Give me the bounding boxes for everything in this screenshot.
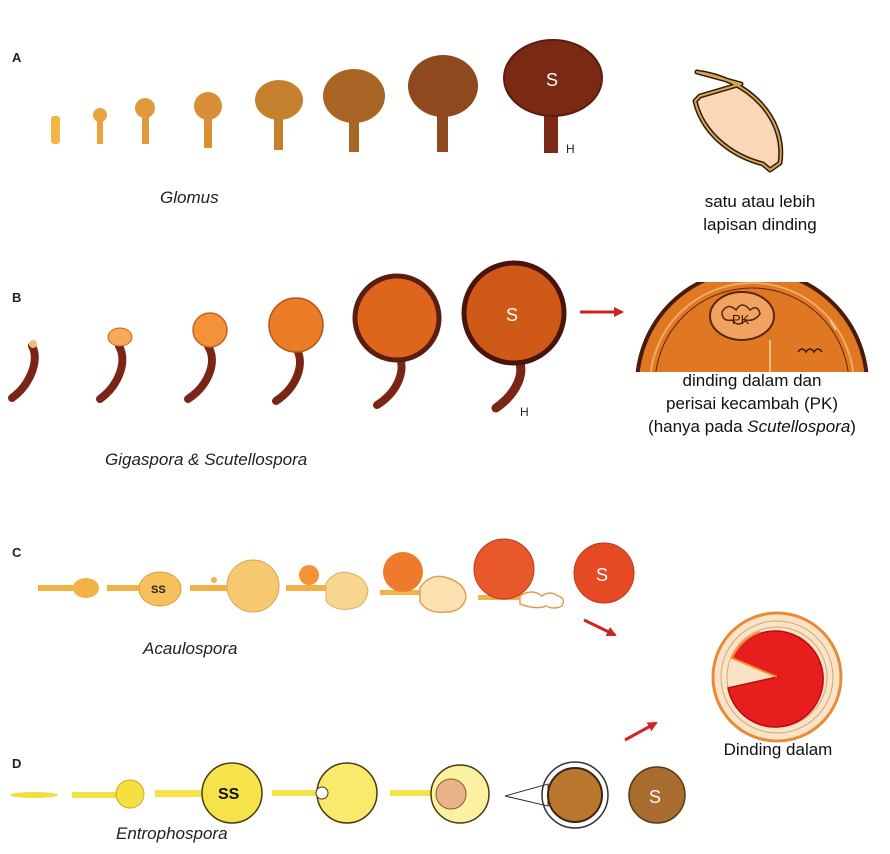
gigaspora-stage-1 bbox=[12, 340, 37, 398]
row-letter-b: B bbox=[12, 290, 21, 305]
row-a-glomus: A S H bbox=[12, 40, 817, 234]
genus-label-entrophospora: Entrophospora bbox=[116, 824, 228, 843]
acaulospora-stage-3 bbox=[190, 560, 279, 612]
saccule-label-ss: SS bbox=[151, 584, 166, 596]
entrophospora-stage-5 bbox=[390, 765, 489, 823]
wall-layers-caption-line1: satu atau lebih bbox=[705, 192, 816, 211]
genus-label-gigaspora: Gigaspora & Scutellospora bbox=[105, 450, 307, 469]
arrow-d-to-inner-wall bbox=[625, 723, 656, 740]
entrophospora-stage-1 bbox=[10, 792, 58, 798]
spore-label-s: S bbox=[546, 70, 558, 90]
acaulospora-stage-6 bbox=[474, 539, 563, 608]
caption-genus: Scutellospora bbox=[747, 417, 850, 436]
glomus-stage-6 bbox=[323, 69, 385, 152]
gigaspora-stage-3 bbox=[188, 313, 227, 399]
entrophospora-stage-3: SS bbox=[155, 763, 262, 823]
caption-prefix: (hanya pada bbox=[648, 417, 747, 436]
hypha-label-h: H bbox=[566, 142, 575, 156]
acaulospora-stage-5 bbox=[380, 552, 466, 612]
saccule-label-ss: SS bbox=[218, 786, 240, 803]
gigaspora-stage-2 bbox=[100, 328, 132, 399]
glomus-mature-spore: S H bbox=[504, 40, 602, 156]
acaulospora-stage-1 bbox=[38, 578, 99, 598]
entrophospora-stage-2 bbox=[72, 780, 144, 808]
entrophospora-stage-6 bbox=[505, 762, 608, 828]
row-c-acaulospora: C SS bbox=[12, 539, 634, 658]
germ-shield-caption-line1: dinding dalam dan bbox=[683, 371, 822, 390]
wall-layers-diagram bbox=[695, 72, 781, 170]
glomus-stage-1 bbox=[51, 116, 60, 144]
wall-layers-caption-line2: lapisan dinding bbox=[703, 215, 816, 234]
glomus-stage-4 bbox=[194, 92, 222, 148]
acaulospora-stage-4 bbox=[286, 565, 368, 609]
row-b-gigaspora: B S H bbox=[12, 263, 867, 500]
glomus-stage-2 bbox=[93, 108, 107, 144]
germ-shield-caption-line3: (hanya pada Scutellospora) bbox=[648, 417, 856, 436]
inner-wall-caption: Dinding dalam bbox=[724, 740, 833, 759]
row-d-entrophospora: D SS S Entro bbox=[10, 723, 685, 843]
gigaspora-stage-5 bbox=[355, 276, 439, 405]
arrow-c-to-inner-wall bbox=[584, 620, 615, 635]
entrophospora-mature-spore: S bbox=[629, 767, 685, 823]
inner-wall-diagram bbox=[713, 613, 841, 741]
spore-label-s: S bbox=[649, 787, 661, 807]
gigaspora-stage-4 bbox=[269, 298, 323, 401]
glomus-stage-5 bbox=[255, 80, 303, 150]
row-letter-a: A bbox=[12, 50, 22, 65]
caption-suffix: ) bbox=[850, 417, 856, 436]
acaulospora-stage-2: SS bbox=[107, 572, 181, 606]
row-letter-d: D bbox=[12, 756, 21, 771]
germ-shield-caption-line2: perisai kecambah (PK) bbox=[666, 394, 838, 413]
glomus-stage-7 bbox=[408, 55, 478, 152]
genus-label-glomus: Glomus bbox=[160, 188, 219, 207]
gigaspora-mature-spore: S H bbox=[464, 263, 564, 419]
hypha-label-h: H bbox=[520, 405, 529, 419]
glomus-stage-3 bbox=[135, 98, 155, 144]
germ-shield-label-pk: PK bbox=[732, 312, 750, 327]
spore-label-s: S bbox=[506, 305, 518, 325]
entrophospora-stage-4 bbox=[272, 763, 377, 823]
genus-label-acaulospora: Acaulospora bbox=[142, 639, 238, 658]
row-letter-c: C bbox=[12, 545, 22, 560]
acaulospora-mature-spore: S bbox=[574, 543, 634, 603]
spore-label-s: S bbox=[596, 565, 608, 585]
